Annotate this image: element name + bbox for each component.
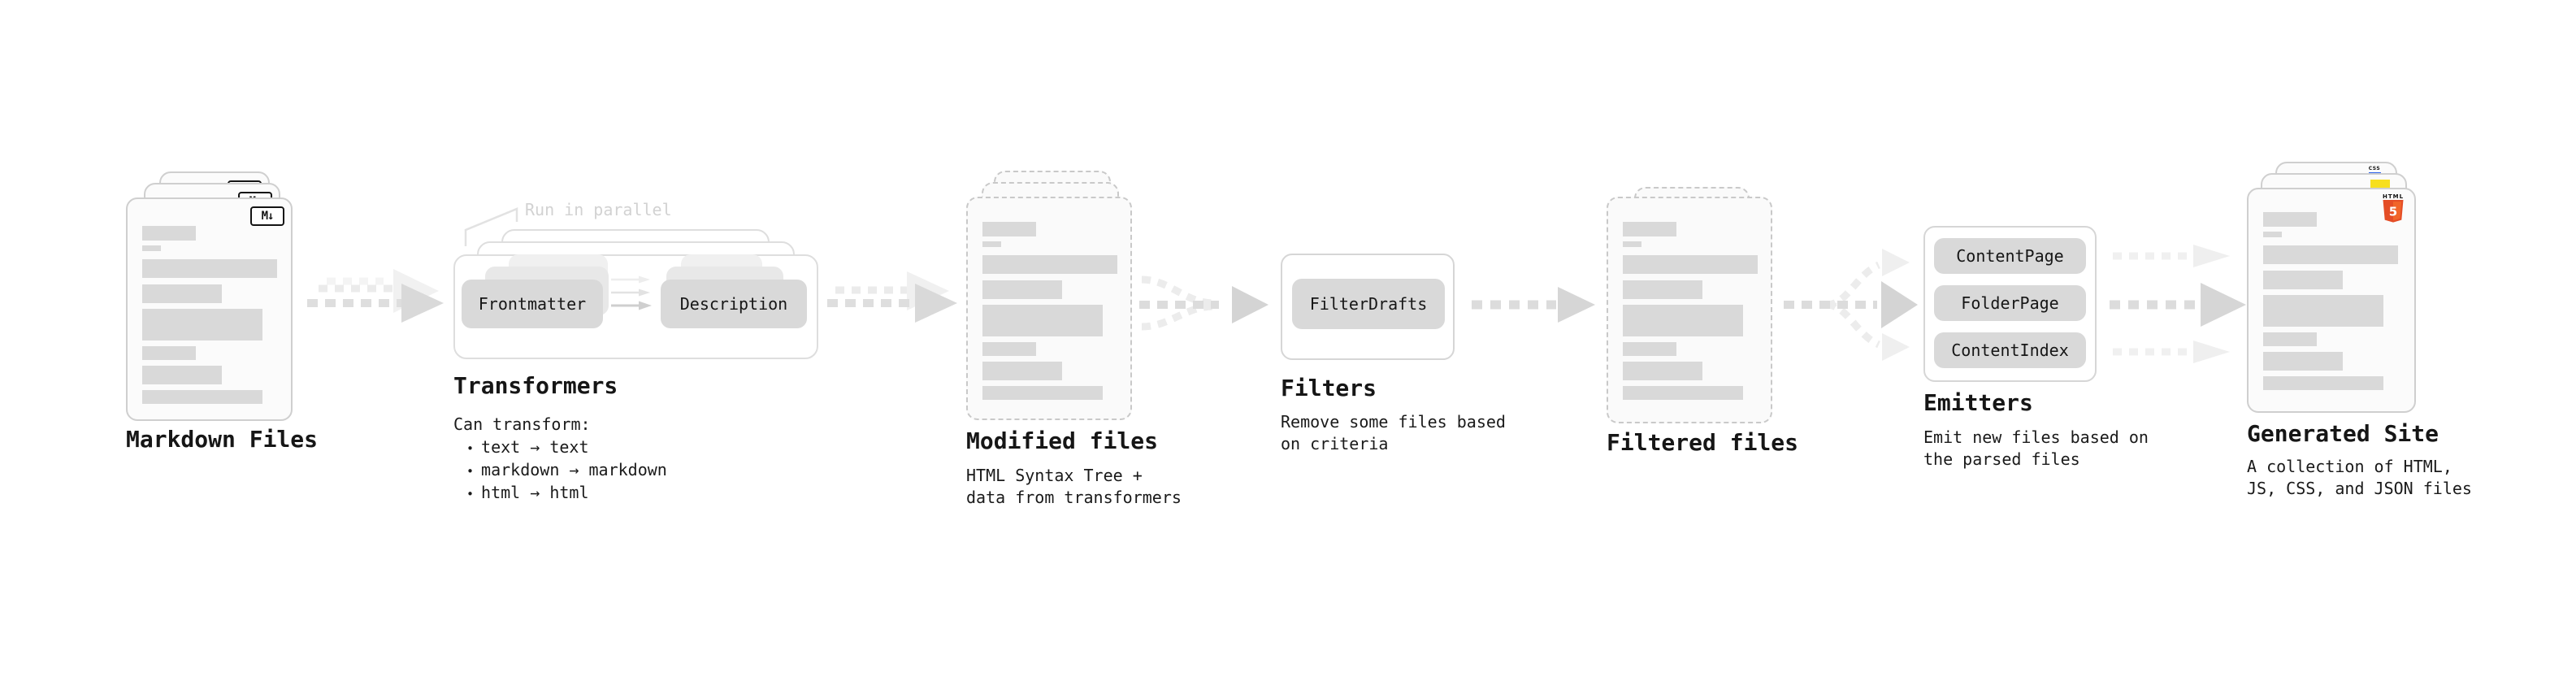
modified-files-subtitle-line1: HTML Syntax Tree +: [966, 466, 1143, 485]
doc-content-bar: [2263, 232, 2282, 237]
doc-content-bar: [982, 255, 1117, 274]
doc-content-bar: [142, 346, 196, 360]
doc-content-bar: [2263, 271, 2343, 289]
generated-site-subtitle-line2: JS, CSS, and JSON files: [2247, 479, 2472, 498]
filtered-file-front: [1607, 197, 1772, 423]
transformers-title: Transformers: [453, 372, 618, 399]
bullet-label: markdown → markdown: [481, 460, 667, 479]
bullet-dot: •: [466, 487, 475, 501]
doc-content-bar: [142, 245, 161, 251]
emitters-subtitle-line1: Emit new files based on: [1923, 427, 2149, 447]
css-icon-label: CSS: [2368, 166, 2381, 171]
emitters-subtitle-line2: the parsed files: [1923, 449, 2080, 469]
doc-content-bar: [2263, 352, 2343, 371]
description-node: Description: [661, 280, 807, 328]
filters-subtitle-line2: on criteria: [1281, 434, 1389, 453]
filters-title: Filters: [1281, 375, 1377, 401]
doc-content-bar: [2263, 295, 2383, 327]
html5-icon-number: 5: [2389, 205, 2397, 219]
parallel-flow-arrows: [611, 275, 652, 310]
arrow-markdown-to-transformers: [307, 269, 444, 323]
doc-content-bar: [982, 280, 1062, 299]
bullet-label: html → html: [481, 483, 589, 502]
doc-content-bar: [2263, 245, 2398, 264]
doc-content-bar: [142, 284, 222, 303]
doc-content-bar: [982, 241, 1001, 247]
doc-content-bar: [1623, 386, 1743, 400]
doc-content-bar: [1623, 241, 1641, 247]
markdown-icon: M↓: [250, 206, 284, 226]
doc-content-bar: [982, 305, 1103, 336]
html5-icon-label: HTML: [2383, 193, 2405, 200]
generated-site-title: Generated Site: [2247, 420, 2439, 447]
contentpage-node: ContentPage: [1934, 238, 2086, 274]
doc-content-bar: [1623, 362, 1702, 380]
doc-content-bar: [982, 362, 1062, 380]
markdown-file-front: M↓: [126, 197, 293, 421]
bullet-dot: •: [466, 464, 475, 479]
doc-content-bar: [142, 390, 262, 404]
modified-files-subtitle-line2: data from transformers: [966, 488, 1182, 507]
document-content-placeholder: [142, 226, 277, 404]
doc-content-bar: [1623, 222, 1676, 236]
doc-content-bar: [142, 309, 262, 340]
frontmatter-node: Frontmatter: [462, 280, 603, 328]
contentindex-node: ContentIndex: [1934, 332, 2086, 368]
arrow-emitters-to-generated: [2110, 245, 2246, 363]
arrow-modified-to-filters: [1139, 275, 1268, 331]
markdown-files-title: Markdown Files: [126, 426, 319, 453]
bullet-label: text → text: [481, 437, 589, 457]
arrow-filters-to-filtered: [1472, 287, 1595, 323]
doc-content-bar: [142, 259, 277, 278]
doc-content-bar: [1623, 342, 1676, 356]
filterdrafts-node: FilterDrafts: [1292, 279, 1445, 329]
generated-html-file-front: HTML 5: [2247, 188, 2416, 413]
transform-bullet-html: • html → html: [466, 482, 588, 505]
generated-site-subtitle-line1: A collection of HTML,: [2247, 457, 2452, 476]
doc-content-bar: [2263, 332, 2317, 346]
arrow-filtered-to-emitters: [1784, 249, 1918, 361]
doc-content-bar: [982, 342, 1036, 356]
doc-content-bar: [142, 366, 222, 384]
doc-content-bar: [982, 222, 1036, 236]
doc-content-bar: [2263, 212, 2317, 227]
transform-bullet-text: • text → text: [466, 436, 588, 459]
doc-content-bar: [1623, 305, 1743, 336]
doc-content-bar: [1623, 280, 1702, 299]
bullet-dot: •: [466, 441, 475, 456]
filters-subtitle-line1: Remove some files based: [1281, 412, 1506, 432]
run-in-parallel-note: Run in parallel: [525, 200, 672, 219]
document-content-placeholder: [2263, 212, 2398, 390]
document-content-placeholder: [982, 222, 1117, 400]
modified-files-title: Modified files: [966, 427, 1159, 454]
html5-shield: 5: [2383, 200, 2404, 223]
modified-file-front: [966, 197, 1132, 420]
can-transform-heading: Can transform:: [453, 414, 591, 434]
html5-icon: HTML 5: [2383, 193, 2404, 226]
doc-content-bar: [2263, 376, 2383, 390]
javascript-icon: [2370, 180, 2390, 189]
arrow-transformers-to-modified: [827, 271, 957, 323]
transform-bullet-markdown: • markdown → markdown: [466, 459, 667, 482]
run-in-parallel-leader-line: [464, 207, 518, 246]
folderpage-node: FolderPage: [1934, 285, 2086, 321]
doc-content-bar: [142, 226, 196, 241]
doc-content-bar: [982, 386, 1103, 400]
filtered-files-title: Filtered files: [1607, 429, 1799, 456]
emitters-title: Emitters: [1923, 389, 2033, 416]
document-content-placeholder: [1623, 222, 1758, 400]
doc-content-bar: [1623, 255, 1758, 274]
